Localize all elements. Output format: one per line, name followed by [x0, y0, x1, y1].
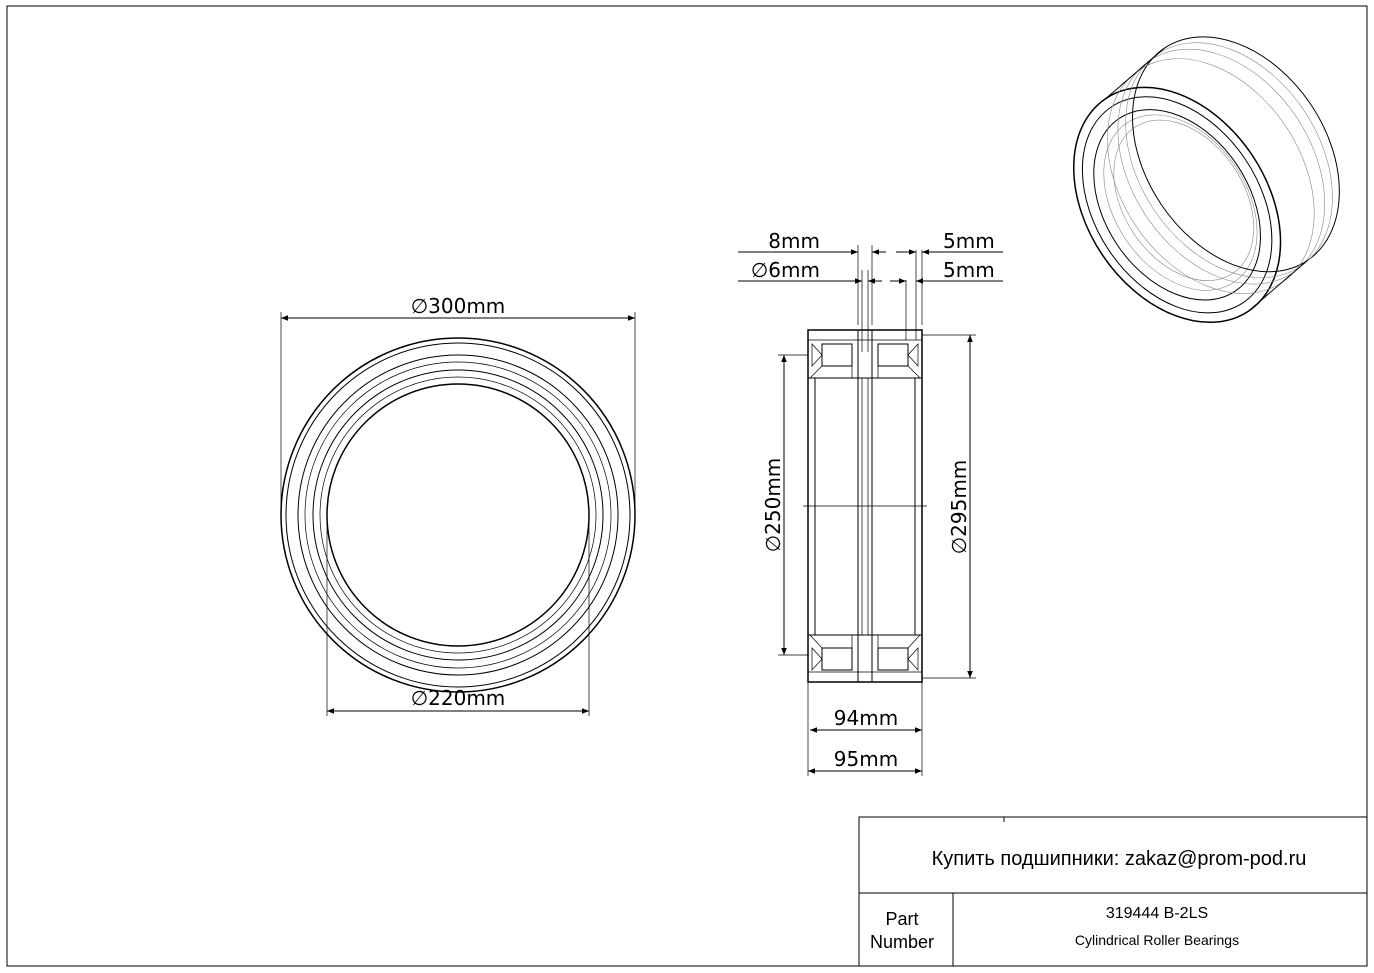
dim-94mm: 94mm: [834, 706, 898, 730]
part-number: 319444 B-2LS: [1106, 905, 1208, 922]
dim-8mm: 8mm: [768, 229, 820, 253]
buy-bearings-text: Купить подшипники: zakaz@prom-pod.ru: [932, 848, 1307, 870]
dim-250mm: ∅250mm: [761, 458, 785, 553]
part-label-line1: Part: [885, 909, 918, 929]
dim-5mm-upper: 5mm: [943, 229, 995, 253]
outer-diameter-label: ∅300mm: [411, 294, 506, 318]
inner-diameter-label: ∅220mm: [411, 686, 506, 710]
roller-bottom-right: [877, 647, 909, 671]
dim-5mm-lower: 5mm: [943, 258, 995, 282]
part-label-line2: Number: [870, 932, 934, 952]
front-view: ∅300mm ∅220mm: [280, 294, 636, 716]
roller-top-right: [877, 343, 909, 367]
dim-95mm: 95mm: [834, 747, 898, 771]
bore-edge: [326, 383, 590, 647]
roller-top-left: [821, 343, 853, 367]
dim-295mm: ∅295mm: [947, 460, 971, 555]
dim-6mm: ∅6mm: [751, 258, 820, 282]
isometric-view: [1072, 36, 1340, 324]
part-type: Cylindrical Roller Bearings: [1075, 932, 1239, 948]
roller-bottom-left: [821, 647, 853, 671]
section-view: 8mm ∅6mm 5mm 5mm ∅250mm ∅295mm 94mm 95mm: [738, 229, 1003, 776]
outer-ring-edge: [280, 337, 636, 693]
sheet-border: [6, 5, 1368, 967]
title-block: Купить подшипники: zakaz@prom-pod.ru Par…: [858, 816, 1368, 967]
